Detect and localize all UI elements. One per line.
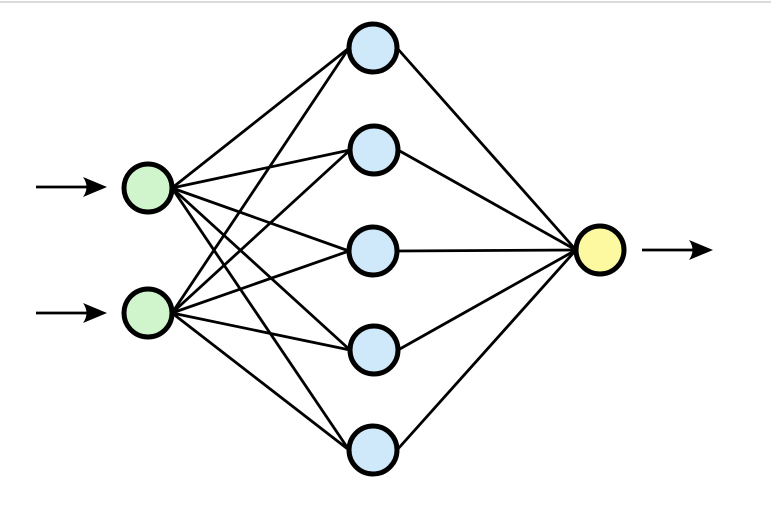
- edge-input2-hidden3: [171, 249, 350, 315]
- edge-hidden2-output1: [397, 148, 577, 252]
- input-arrow-2-head-icon: [83, 303, 107, 323]
- hidden-node-2: [347, 123, 401, 177]
- edge-hidden5-output1: [395, 249, 578, 451]
- edge-input2-hidden1: [170, 47, 351, 314]
- edge-hidden3-output1: [396, 248, 577, 253]
- hidden-node-5: [346, 423, 400, 477]
- edge-input1-hidden4: [171, 186, 351, 352]
- edge-input1-hidden5: [170, 187, 351, 451]
- input-arrow-2: [36, 303, 107, 323]
- input-node-2: [121, 286, 175, 340]
- output-arrow-head-icon: [689, 240, 713, 260]
- input-arrow-1-head-icon: [83, 177, 107, 197]
- edge-input2-hidden5: [171, 311, 350, 452]
- edge-input1-hidden3: [171, 186, 350, 253]
- edge-input1-hidden1: [171, 46, 350, 190]
- input-arrow-1: [36, 177, 107, 197]
- edge-input1-hidden2: [171, 148, 351, 190]
- output-arrow: [642, 240, 713, 260]
- hidden-node-1: [346, 21, 400, 75]
- input-node-1: [121, 161, 175, 215]
- edge-hidden4-output1: [397, 248, 577, 352]
- edge-input2-hidden2: [171, 148, 351, 315]
- window-top-border: [0, 1, 771, 3]
- hidden-node-3: [346, 224, 400, 278]
- edge-input2-hidden4: [171, 311, 351, 352]
- edge-hidden1-output1: [395, 47, 578, 251]
- output-node-1: [573, 223, 627, 277]
- hidden-node-4: [347, 323, 401, 377]
